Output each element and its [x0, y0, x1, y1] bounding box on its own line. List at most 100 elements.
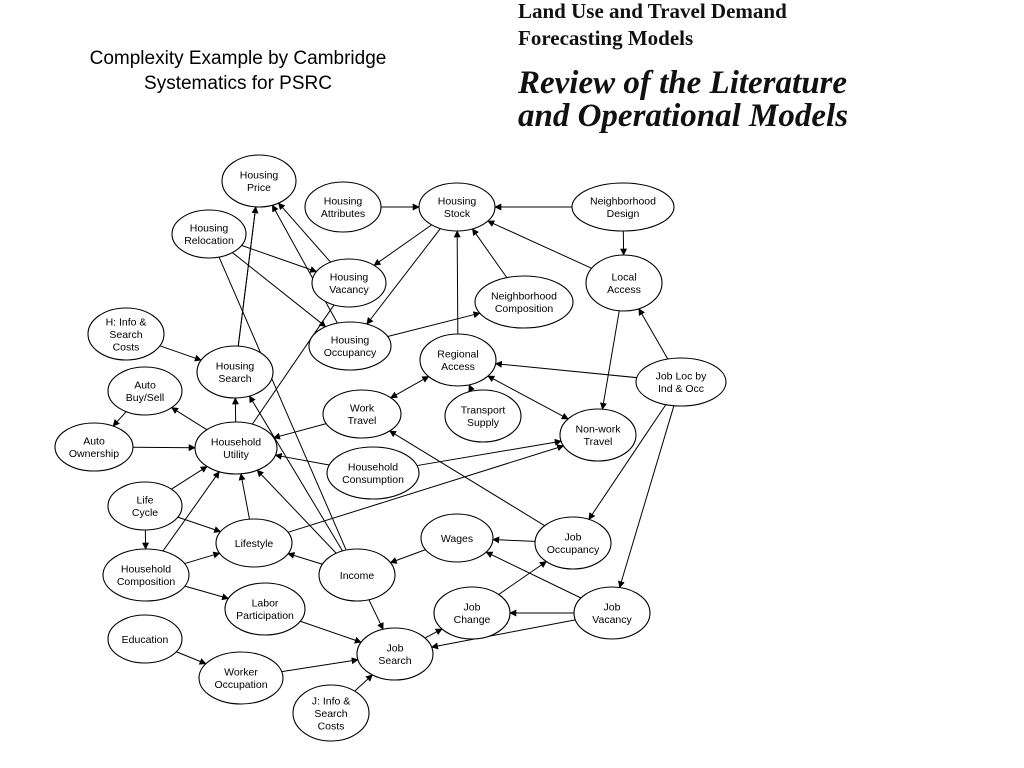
- edge-local-access-to-non-work-travel: [600, 310, 620, 410]
- node-ellipse-neighborhood-design: [571, 182, 675, 232]
- node-label-transport-supply: Supply: [467, 417, 500, 429]
- edge-work-travel-to-household-utility: [273, 423, 327, 440]
- node-label-local-access: Access: [607, 284, 641, 296]
- edge-housing-vacancy-to-household-utility: [251, 304, 335, 425]
- edge-income-to-lifestyle: [287, 552, 323, 565]
- node-label-income: Income: [340, 570, 375, 582]
- node-ellipse-wages: [420, 513, 494, 563]
- node-label-job-loc: Job Loc by: [656, 371, 708, 383]
- node-ellipse-housing-relocation: [171, 209, 247, 259]
- edge-neighborhood-composition-to-housing-stock: [472, 228, 508, 278]
- edge-household-utility-to-auto-buy-sell: [171, 407, 208, 431]
- edge-transport-supply-to-regional-access: [468, 384, 475, 393]
- node-label-household-composition: Composition: [117, 576, 176, 588]
- node-label-job-vacancy: Job: [604, 602, 621, 614]
- node-label-household-utility: Utility: [223, 449, 249, 461]
- node-ellipse-housing-stock: [418, 182, 496, 232]
- node-label-non-work-travel: Non-work: [576, 424, 622, 436]
- edge-income-to-job-search: [368, 599, 384, 630]
- node-ellipse-household-utility: [194, 421, 278, 475]
- node-ellipse-neighborhood-composition: [474, 275, 574, 329]
- edge-worker-occupation-to-job-search: [281, 657, 359, 673]
- node-wages: Wages: [420, 513, 494, 563]
- node-label-neighborhood-design: Design: [607, 208, 640, 220]
- node-label-housing-attributes: Attributes: [321, 208, 365, 220]
- node-ellipse-job-loc: [635, 357, 727, 407]
- node-label-regional-access: Regional: [437, 349, 478, 361]
- edge-wages-to-income: [389, 549, 426, 564]
- node-lifestyle: Lifestyle: [215, 518, 293, 568]
- edge-household-consumption-to-household-utility: [274, 452, 330, 466]
- node-label-neighborhood-design: Neighborhood: [590, 196, 656, 208]
- edge-household-composition-to-lifestyle: [184, 551, 221, 565]
- node-label-housing-attributes: Housing: [324, 196, 363, 208]
- edge-lifestyle-to-household-utility: [238, 473, 250, 520]
- node-label-housing-vacancy: Vacancy: [329, 284, 369, 296]
- edge-regional-access-to-housing-stock: [453, 230, 461, 335]
- node-ellipse-housing-vacancy: [311, 258, 387, 308]
- edge-job-change-to-job-occupancy: [498, 561, 547, 595]
- node-label-job-occupancy: Occupancy: [547, 544, 600, 556]
- node-label-labor-participation: Participation: [236, 610, 294, 622]
- node-ellipse-job-vacancy: [573, 586, 651, 640]
- edge-job-loc-to-local-access: [638, 308, 669, 360]
- edge-life-cycle-to-lifestyle: [177, 516, 222, 533]
- edge-housing-stock-to-housing-vacancy: [373, 224, 432, 266]
- node-label-auto-ownership: Ownership: [69, 448, 119, 460]
- edge-life-cycle-to-household-utility: [171, 466, 208, 490]
- node-label-education: Education: [122, 634, 169, 646]
- edge-local-access-to-housing-stock: [487, 220, 592, 269]
- node-ellipse-local-access: [585, 254, 663, 312]
- node-label-neighborhood-composition: Composition: [495, 303, 554, 315]
- node-label-h-info-search-costs: Costs: [113, 341, 140, 353]
- node-label-job-search: Job: [387, 643, 404, 655]
- node-label-housing-relocation: Housing: [190, 223, 229, 235]
- node-ellipse-regional-access: [419, 333, 497, 387]
- node-label-housing-price: Housing: [240, 170, 279, 182]
- node-label-housing-search: Housing: [216, 361, 255, 373]
- node-label-non-work-travel: Travel: [584, 436, 613, 448]
- slide-title: Complexity Example by Cambridge Systemat…: [40, 46, 436, 96]
- edge-income-to-housing-search: [249, 395, 343, 552]
- book-subtitle-line1: Review of the Literature: [518, 65, 848, 101]
- node-ellipse-household-composition: [102, 548, 190, 602]
- node-label-job-vacancy: Vacancy: [592, 614, 632, 626]
- node-label-auto-ownership: Auto: [83, 436, 105, 448]
- book-subtitle: Review of the Literature and Operational…: [518, 64, 1018, 136]
- edge-regional-access-to-work-travel: [390, 376, 430, 399]
- edge-h-info-search-costs-to-housing-search: [159, 345, 202, 362]
- edge-household-consumption-to-non-work-travel: [416, 438, 562, 467]
- book-title-line1: Land Use and Travel Demand: [518, 0, 787, 23]
- edge-housing-relocation-to-housing-occupancy: [232, 252, 327, 328]
- node-education: Education: [107, 614, 183, 664]
- edge-lifestyle-to-non-work-travel: [287, 444, 565, 533]
- node-ellipse-housing-occupancy: [308, 321, 392, 371]
- node-ellipse-household-consumption: [326, 446, 420, 500]
- node-label-auto-buy-sell: Buy/Sell: [126, 392, 165, 404]
- edge-job-loc-to-regional-access: [494, 360, 637, 379]
- slide-title-line1: Complexity Example by Cambridge: [89, 48, 387, 69]
- node-label-job-search: Search: [378, 655, 411, 667]
- node-ellipse-job-search: [356, 627, 434, 681]
- edge-layer: [112, 202, 675, 692]
- node-ellipse-auto-buy-sell: [107, 366, 183, 416]
- node-layer: HousingPriceHousingAttributesHousingStoc…: [54, 154, 727, 742]
- node-label-regional-access: Access: [441, 361, 475, 373]
- node-label-transport-supply: Transport: [461, 405, 506, 417]
- node-label-j-info-search-costs: Costs: [318, 720, 345, 732]
- node-label-auto-buy-sell: Auto: [134, 380, 156, 392]
- edge-housing-price-to-housing-vacancy: [278, 202, 331, 263]
- edge-job-vacancy-to-job-search: [430, 619, 576, 650]
